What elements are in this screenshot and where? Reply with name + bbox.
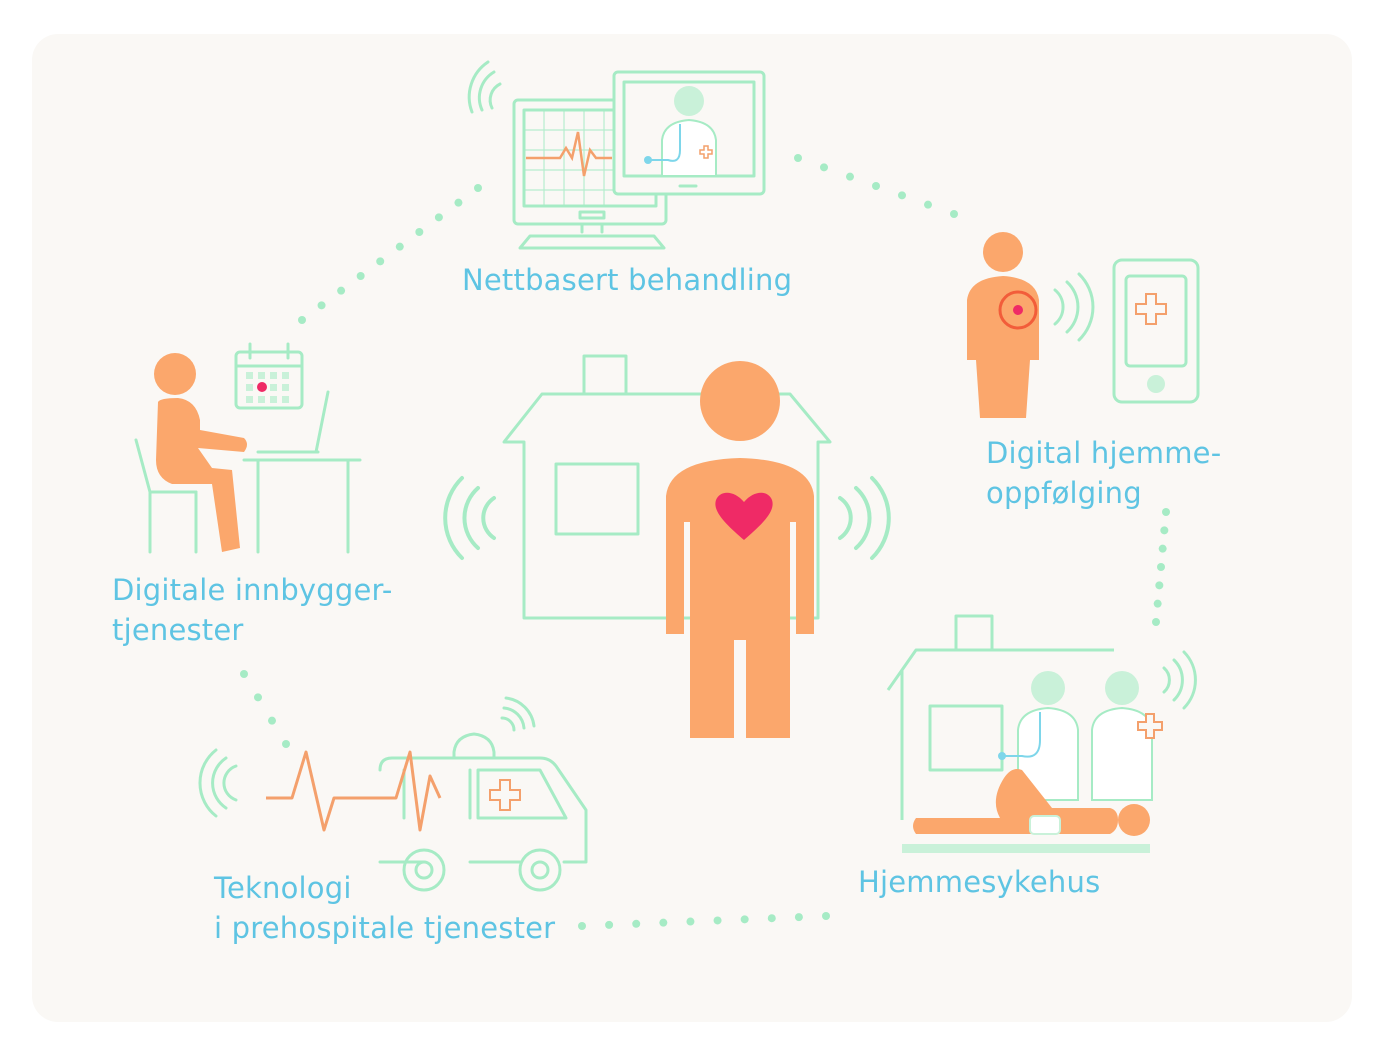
person-laptop-icon xyxy=(136,344,360,552)
connector-dot xyxy=(822,912,830,920)
connector-dot xyxy=(898,191,906,199)
online-treatment-label: Nettbasert behandling xyxy=(462,260,792,300)
connector-dot xyxy=(714,916,722,924)
connector-dot xyxy=(240,670,248,678)
connector-dot xyxy=(1159,545,1167,553)
prehospital-label-line1: Teknologi xyxy=(214,868,555,908)
connector-dot xyxy=(454,199,462,207)
patient-home-heart-icon xyxy=(445,356,889,738)
label-home-followup: Digital hjemme- oppfølging xyxy=(986,433,1221,513)
home-hospital-icon xyxy=(888,616,1195,853)
prehospital-label-line2: i prehospitale tjenester xyxy=(214,908,555,948)
connector-dot xyxy=(872,182,880,190)
connector-dot xyxy=(474,184,482,192)
label-home-hospital: Hjemmesykehus xyxy=(858,862,1100,902)
connector-dot xyxy=(337,287,345,295)
connector-dot xyxy=(435,213,443,221)
label-citizen-services: Digitale innbygger- tjenester xyxy=(112,570,393,650)
connector-dot xyxy=(846,173,854,181)
connector-dot xyxy=(318,301,326,309)
connector-dot xyxy=(1152,618,1160,626)
home-followup-label-line1: Digital hjemme- xyxy=(986,433,1221,473)
citizen-services-label-line2: tjenester xyxy=(112,610,393,650)
connector-dot xyxy=(659,919,667,927)
connector-dot xyxy=(298,316,306,324)
connector-dot xyxy=(376,257,384,265)
connector-dot xyxy=(768,914,776,922)
connector-dot xyxy=(741,915,749,923)
connector-dot xyxy=(820,163,828,171)
connector-dot xyxy=(254,693,262,701)
connector-dot xyxy=(396,243,404,251)
connector-dot xyxy=(415,228,423,236)
home-hospital-label: Hjemmesykehus xyxy=(858,862,1100,902)
connector-dot xyxy=(686,918,694,926)
connector-dot xyxy=(1154,600,1162,608)
home-followup-label-line2: oppfølging xyxy=(986,473,1221,513)
label-online-treatment: Nettbasert behandling xyxy=(462,260,792,300)
connector-dot xyxy=(1157,563,1165,571)
connector-dot xyxy=(795,913,803,921)
label-prehospital: Teknologi i prehospitale tjenester xyxy=(214,868,555,948)
connector-dot xyxy=(282,740,290,748)
connector-dot xyxy=(268,717,276,725)
connector-dot xyxy=(605,921,613,929)
connector-dot xyxy=(632,920,640,928)
connector-dot xyxy=(357,272,365,280)
citizen-services-label-line1: Digitale innbygger- xyxy=(112,570,393,610)
connector-dot xyxy=(794,154,802,162)
computer-doctor-icon xyxy=(469,62,764,248)
ambulance-icon xyxy=(200,698,586,890)
connector-dot xyxy=(578,922,586,930)
patient-phone-icon xyxy=(967,232,1198,418)
connector-dot xyxy=(1160,526,1168,534)
connector-dot xyxy=(924,201,932,209)
connector-dot xyxy=(950,210,958,218)
connector-dot xyxy=(1155,581,1163,589)
